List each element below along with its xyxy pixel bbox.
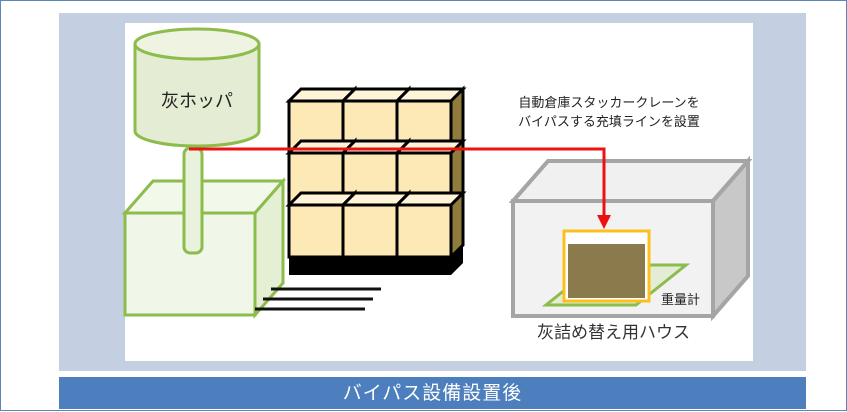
caption-text: バイパス設備設置後	[342, 382, 523, 404]
annotation-line-1: 自動倉庫スタッカークレーンを	[518, 96, 699, 111]
rack-crate	[285, 189, 359, 261]
caption-bar: バイパス設備設置後	[59, 377, 806, 409]
bypass-fill-line	[189, 147, 611, 229]
ash-hopper	[133, 27, 261, 148]
hopper-chute	[182, 146, 204, 255]
warehouse-rack	[285, 85, 467, 275]
rack-crate	[393, 189, 467, 261]
receiving-box	[121, 177, 287, 319]
hopper-label: 灰ホッパ	[161, 91, 233, 112]
house-label: 灰詰め替え用ハウス	[537, 323, 690, 343]
scale-label: 重量計	[661, 292, 700, 308]
ash-container	[562, 229, 651, 303]
annotation-line-2: バイパスする充填ラインを設置	[518, 114, 700, 130]
